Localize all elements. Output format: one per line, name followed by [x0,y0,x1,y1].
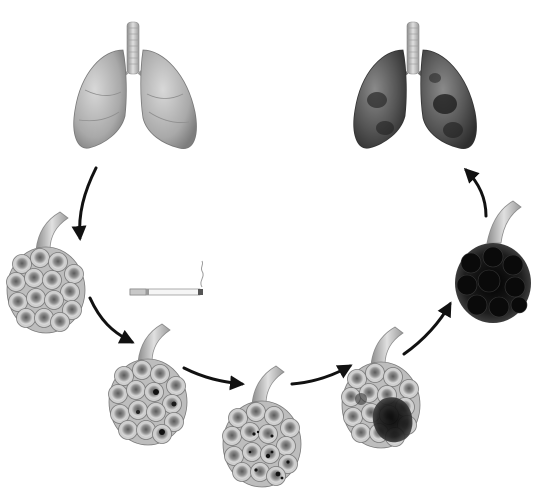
alveoli-black [455,201,531,323]
diseased-lungs [354,22,477,149]
arrow-black-to-lungs [466,170,486,216]
cigarette-icon [130,261,203,295]
alveoli-early-damage [109,324,188,445]
healthy-alveoli [7,212,86,333]
arrow-early-to-spotted [184,368,242,384]
arrow-spotted-to-severe [292,366,350,384]
healthy-lungs [74,22,197,149]
alveoli-severe-damage [342,327,421,448]
arrow-lungs-to-alveoli [80,168,96,238]
arrow-healthy-to-early [90,298,132,342]
arrow-severe-to-black [404,304,450,354]
